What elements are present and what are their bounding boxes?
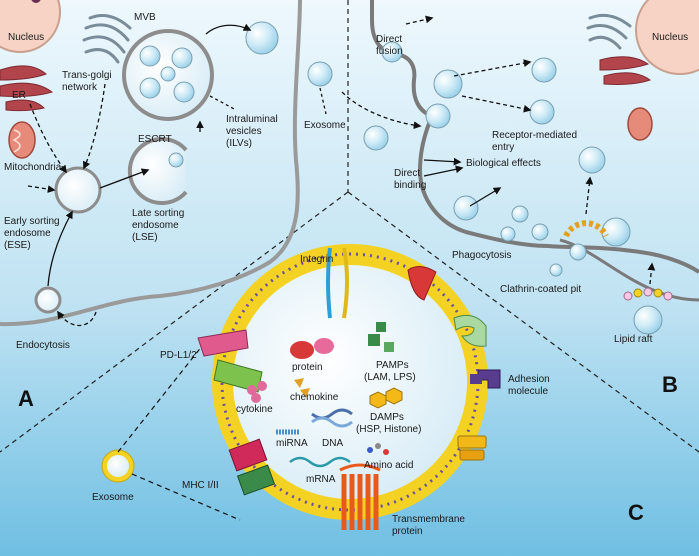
label-direct-fusion-1: Direct [376,34,402,45]
label-amino-acid: Amino acid [364,460,413,471]
label-dna: DNA [322,438,343,449]
mhc-icon [228,438,276,496]
label-direct-binding-1: Direct [394,168,420,179]
label-ilv-2: vesicles [226,126,262,137]
label-trans-golgi-1: Trans-golgi [62,70,112,81]
cargo-dna-icon [311,408,353,428]
released-exosomes-a [245,21,333,87]
label-transmembrane-1: Transmembrane [392,514,465,525]
label-transmembrane-2: protein [392,526,423,537]
lipid-raft [623,287,673,301]
label-pamps-1: PAMPs [376,360,409,371]
label-mirna: miRNA [276,438,308,449]
label-direct-binding-2: binding [394,180,426,191]
cell-membrane-a [0,0,302,327]
receptor-green-icon [453,314,487,347]
label-endocytosis: Endocytosis [16,340,70,351]
endocytosis-vesicle [34,286,62,314]
nucleus-b [635,0,699,75]
label-lse-3: (LSE) [132,232,158,243]
arrows-a [27,23,327,327]
internal-vesicles-b [425,57,663,335]
label-nucleus-a: Nucleus [8,32,44,43]
panel-letter-a: A [18,386,34,411]
label-integrin: Integrin [300,254,333,265]
nucleus-a [0,0,61,53]
panel-letter-b: B [662,372,678,397]
integrin-icon [326,247,349,319]
label-direct-fusion-2: fusion [376,46,403,57]
label-er: ER [12,90,26,101]
label-lse-1: Late sorting [132,208,184,219]
label-nucleus-b: Nucleus [652,32,688,43]
cargo-damps-icon [369,387,403,409]
er-icon [0,65,54,112]
label-protein: protein [292,362,323,373]
er-b-icon [599,56,652,85]
cargo-pamps-icon [368,322,394,352]
label-mrna: mRNA [306,474,336,485]
cargo-chemokine-icon [294,378,310,398]
label-damps-1: DAMPs [370,412,404,423]
receptor-red-icon [407,266,437,301]
zoom-lines [117,335,241,521]
label-exosome-a: Exosome [304,120,346,131]
cell-membrane-b [370,0,699,274]
cargo-amino-acid-icon [367,443,389,455]
label-ese-1: Early sorting [4,216,60,227]
exosome-large [212,244,488,520]
label-receptor-1: Receptor-mediated [492,130,577,141]
label-mitochondria: Mitochondria [4,162,62,173]
mitochondria-b-icon [627,107,653,141]
extracellular-exosomes-b [363,41,403,151]
golgi-b-icon [586,13,632,50]
lse-vesicle [127,137,188,205]
label-damps-2: (HSP, Histone) [356,424,421,435]
label-exosome-c: Exosome [92,492,134,503]
exosome-small [101,449,135,483]
mitochondria-icon [8,121,36,159]
ese-vesicle [54,166,102,214]
label-clathrin: Clathrin-coated pit [500,284,581,295]
arrows-b [341,15,656,285]
mvb-vesicle [122,29,214,121]
label-receptor-2: entry [492,142,514,153]
label-adhesion-2: molecule [508,386,548,397]
receptor-yellow-icon [457,435,487,461]
label-chemokine: chemokine [290,392,339,403]
label-cytokine: cytokine [236,404,273,415]
label-mhc: MHC I/II [182,480,219,491]
label-escrt: ESCRT [138,134,172,145]
cargo-cytokine-icon [247,381,267,403]
label-ilv-1: Intraluminal [226,114,278,125]
label-biological-effects: Biological effects [466,158,541,169]
label-lipid-raft: Lipid raft [614,334,653,345]
label-pamps-2: (LAM, LPS) [364,372,416,383]
cargo-protein-icon [290,338,334,359]
adhesion-molecule-icon [470,369,501,389]
label-trans-golgi-2: network [62,82,98,93]
pdl-protein-icon [197,329,263,393]
label-lse-2: endosome [132,220,179,231]
label-pdl: PD-L1/2 [160,350,197,361]
label-adhesion-1: Adhesion [508,374,550,385]
label-ese-3: (ESE) [4,240,31,251]
cargo-mrna-icon [289,456,351,468]
panel-letter-c: C [628,500,644,525]
clathrin-pit [563,220,609,238]
transmembrane-protein-icon [339,463,381,530]
label-ilv-3: (ILVs) [226,138,252,149]
label-ese-2: endosome [4,228,51,239]
golgi-icon [82,14,132,64]
label-mvb: MVB [134,12,156,23]
label-phagocytosis: Phagocytosis [452,250,511,261]
